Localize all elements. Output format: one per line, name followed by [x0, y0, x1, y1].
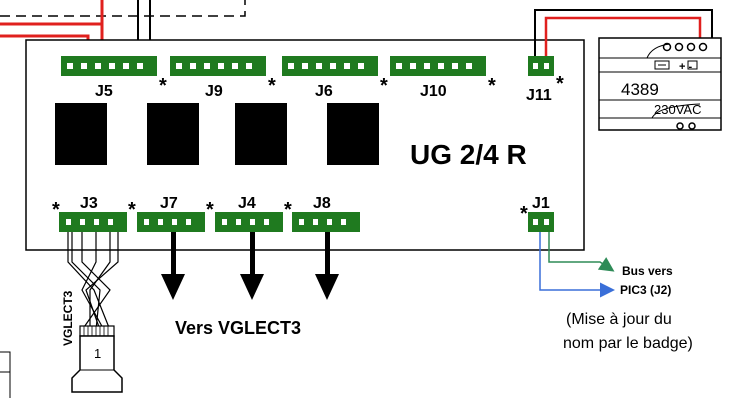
relay-4	[327, 103, 379, 165]
vglect3-plug	[71, 325, 123, 393]
power-module	[598, 37, 722, 131]
label-j5: J5	[95, 83, 113, 100]
plug-label: VGLECT3	[61, 290, 75, 346]
relay-1	[55, 103, 107, 165]
vers-vglect3-label: Vers VGLECT3	[175, 318, 301, 338]
connector-j4	[215, 212, 283, 232]
terminal-symbols: + -	[679, 61, 692, 73]
power-model: 4389	[621, 80, 659, 99]
plug-pin-number: 1	[94, 346, 101, 361]
marker-star: *	[268, 75, 276, 97]
relay-2	[147, 103, 199, 165]
power-voltage: 230VAC	[654, 102, 701, 117]
label-j9: J9	[205, 83, 223, 100]
label-j10: J10	[420, 83, 447, 100]
bus-label-line1: Bus vers	[622, 264, 673, 278]
marker-star: *	[556, 73, 564, 95]
marker-star: *	[128, 199, 136, 221]
relay-3	[235, 103, 287, 165]
bus-wire-green	[548, 232, 615, 272]
marker-star: *	[520, 203, 528, 225]
partial-box	[0, 351, 11, 398]
connector-j6	[282, 56, 378, 76]
connector-j1	[528, 212, 554, 232]
j3-cable	[67, 232, 119, 331]
bus-label-line2: PIC3 (J2)	[620, 283, 671, 297]
label-j11: J11	[526, 87, 552, 104]
connector-j9	[170, 56, 266, 76]
label-j6: J6	[315, 83, 333, 100]
connector-j8	[292, 212, 360, 232]
label-j7: J7	[160, 195, 178, 212]
badge-note-line2: nom par le badge)	[563, 335, 693, 352]
power-wires	[534, 9, 713, 56]
connector-j5	[61, 56, 157, 76]
label-j3: J3	[80, 195, 98, 212]
marker-star: *	[159, 75, 167, 97]
marker-star: *	[284, 199, 292, 221]
connector-j10	[390, 56, 486, 76]
label-j4: J4	[238, 195, 256, 212]
label-j1: J1	[532, 195, 550, 212]
marker-star: *	[206, 199, 214, 221]
marker-star: *	[488, 75, 496, 97]
board-title: UG 2/4 R	[410, 139, 527, 170]
marker-star: *	[380, 75, 388, 97]
label-j8: J8	[313, 195, 331, 212]
bus-wire-blue	[539, 232, 615, 298]
connector-j11	[528, 56, 554, 76]
connector-j3	[59, 212, 127, 232]
dashed-enclosure	[0, 0, 246, 17]
marker-star: *	[52, 199, 60, 221]
connector-j7	[137, 212, 205, 232]
badge-note-line1: (Mise à jour du	[566, 311, 672, 328]
down-arrows	[161, 232, 339, 300]
